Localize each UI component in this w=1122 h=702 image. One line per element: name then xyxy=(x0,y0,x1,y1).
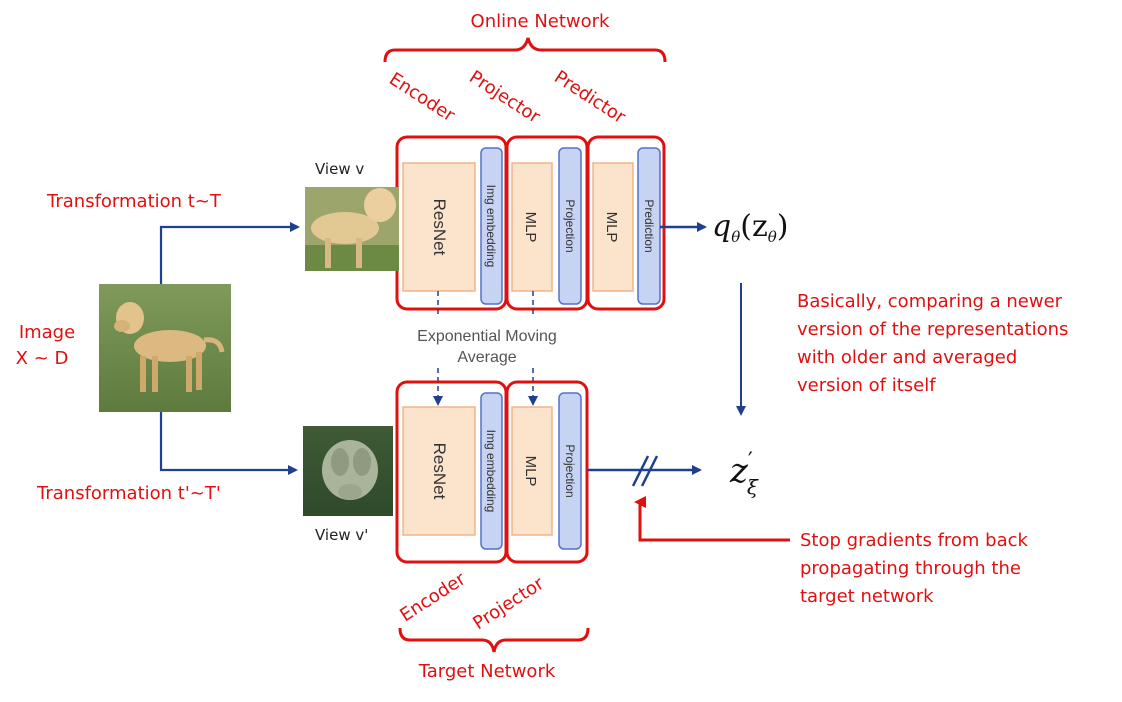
online-predictor-label: Predictor xyxy=(550,67,629,129)
target-encoder-label: Encoder xyxy=(396,568,470,626)
comparison-note-line4: version of itself xyxy=(797,375,936,396)
online-predictor-outline xyxy=(586,135,666,311)
view-v-prime-label: View v' xyxy=(315,526,368,544)
online-mlp2-block xyxy=(592,162,634,292)
ema-text-line1: Exponential Moving xyxy=(417,328,557,345)
online-resnet-text: ResNet xyxy=(430,199,449,256)
online-img-embedding-block xyxy=(480,147,503,305)
target-resnet-text: ResNet xyxy=(430,443,449,500)
target-projection-text: Projection xyxy=(563,444,577,497)
online-mlp2-text: MLP xyxy=(603,212,620,243)
stop-gradient-slash-1 xyxy=(631,455,650,487)
target-resnet-block xyxy=(402,406,476,536)
target-projector-label: Projector xyxy=(469,573,548,635)
view-v-label: View v xyxy=(315,160,364,178)
branch-arrow-target xyxy=(159,412,298,475)
input-image xyxy=(99,284,231,412)
target-network-label: Target Network xyxy=(418,661,556,682)
target-mlp-text: MLP xyxy=(522,456,539,487)
target-img-embedding-text: Img embedding xyxy=(484,430,498,513)
online-network-label: Online Network xyxy=(471,11,611,32)
online-network-brace xyxy=(383,37,667,63)
online-mlp-text: MLP xyxy=(522,212,539,243)
target-output-symbol: z′ξ xyxy=(729,449,759,499)
online-projection-block xyxy=(558,147,582,305)
ema-text-line2: Average xyxy=(457,349,516,366)
branch-arrow-online xyxy=(159,222,300,284)
online-projector-label: Projector xyxy=(465,67,544,129)
stop-gradient-note-line2: propagating through the xyxy=(800,558,1021,579)
transformation-t-label: Transformation t~T xyxy=(46,191,222,212)
view-v-prime-image xyxy=(303,426,393,516)
target-projector-outline xyxy=(505,380,589,564)
target-mlp-block xyxy=(511,406,553,536)
online-projection-text: Projection xyxy=(563,199,577,252)
comparison-note-line1: Basically, comparing a newer xyxy=(797,291,1063,312)
view-v-image xyxy=(305,187,399,271)
online-prediction-text: Prediction xyxy=(642,199,656,252)
online-output-symbol: qθ(zθ) xyxy=(712,209,789,246)
online-encoder-label: Encoder xyxy=(385,69,459,127)
target-img-embedding-block xyxy=(480,392,503,550)
comparison-note-line2: version of the representations xyxy=(797,319,1068,340)
image-label-line1: Image xyxy=(19,322,75,343)
stop-gradient-note: Stop gradients from back propagating thr… xyxy=(800,530,1029,607)
online-resnet-block xyxy=(402,162,476,292)
stop-gradient-pointer-arrow xyxy=(634,496,790,542)
target-network-brace xyxy=(398,627,590,653)
online-mlp-block xyxy=(511,162,553,292)
stop-gradient-note-line3: target network xyxy=(800,586,934,607)
image-label-line2: X ~ D xyxy=(16,348,69,369)
comparison-note: Basically, comparing a newer version of … xyxy=(797,291,1068,396)
stop-gradient-note-line1: Stop gradients from back xyxy=(800,530,1029,551)
comparison-note-line3: with older and averaged xyxy=(797,347,1017,368)
stop-gradient-slash-2 xyxy=(640,455,659,487)
transformation-t-prime-label: Transformation t'~T' xyxy=(36,483,221,504)
target-projection-block xyxy=(558,392,582,550)
online-img-embedding-text: Img embedding xyxy=(484,185,498,268)
